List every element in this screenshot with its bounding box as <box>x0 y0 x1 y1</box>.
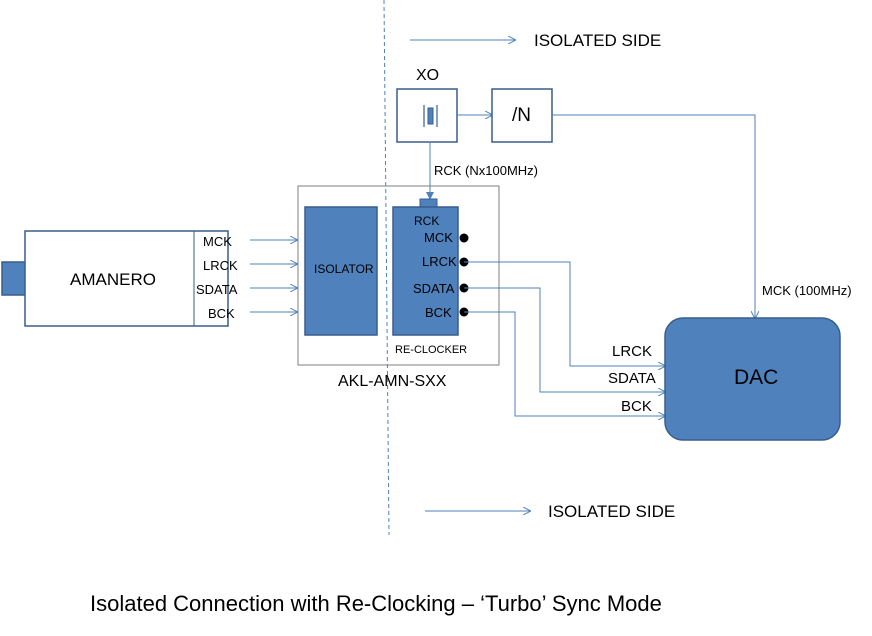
crystal-icon <box>423 105 438 127</box>
amanero-signal-sdata: SDATA <box>196 282 238 297</box>
top-side-label: ISOLATED SIDE <box>534 31 661 50</box>
xo-label: XO <box>416 67 439 84</box>
reclocker-rck-pin-label: RCK <box>414 214 439 228</box>
dac-signal-bck: BCK <box>621 398 652 415</box>
isolator-block <box>304 206 378 336</box>
amanero-title: AMANERO <box>70 270 156 289</box>
dac-block <box>664 317 841 441</box>
pin-mck <box>459 233 469 243</box>
dac-signal-sdata: SDATA <box>608 370 656 387</box>
rck-line-label: RCK (Nx100MHz) <box>434 163 538 178</box>
lrck-output-line <box>464 261 665 366</box>
amanero-signal-bck: BCK <box>208 306 235 321</box>
caption: Isolated Connection with Re-Clocking – ‘… <box>90 591 662 616</box>
bottom-side-label: ISOLATED SIDE <box>548 502 675 521</box>
reclocker-signal-lrck: LRCK <box>422 254 457 269</box>
reclocker-signal-bck: BCK <box>425 305 452 320</box>
isolation-boundary-line <box>383 0 390 536</box>
rck-pin <box>419 198 438 208</box>
mck-label: MCK (100MHz) <box>762 283 852 298</box>
reclocker-label: RE-CLOCKER <box>395 344 467 356</box>
divider-block <box>491 88 553 143</box>
divider-label: /N <box>512 105 531 126</box>
amanero-signal-lrck: LRCK <box>203 258 238 273</box>
amanero-connector <box>1 261 27 296</box>
xo-block <box>396 88 458 143</box>
module-outline <box>297 185 500 366</box>
reclocker-signal-mck: MCK <box>424 230 453 245</box>
mck-line <box>552 114 755 318</box>
dac-signal-lrck: LRCK <box>612 343 652 360</box>
module-name: AKL-AMN-SXX <box>338 373 447 390</box>
reclocker-block <box>392 206 459 336</box>
reclocker-signal-sdata: SDATA <box>413 281 455 296</box>
sdata-output-line <box>464 287 665 392</box>
amanero-signal-mck: MCK <box>203 234 232 249</box>
dac-title: DAC <box>734 366 778 389</box>
bck-output-line <box>464 311 665 416</box>
isolator-label: ISOLATOR <box>314 262 374 276</box>
